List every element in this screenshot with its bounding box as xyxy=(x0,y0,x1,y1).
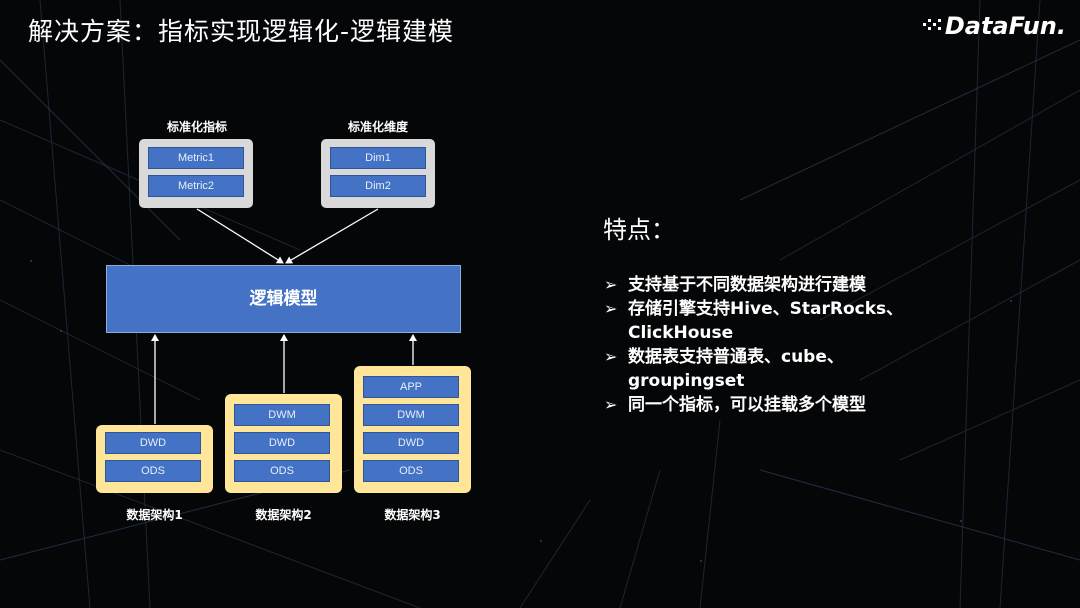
features-title: 特点： xyxy=(603,216,675,244)
feature-item: ➢ 同一个指标，可以挂载多个模型 xyxy=(604,395,866,415)
dim-item: Dim1 xyxy=(330,147,426,169)
arrow-bullet-icon: ➢ xyxy=(604,347,618,366)
logical-model-box: 逻辑模型 xyxy=(106,265,461,333)
slide-title: 解决方案：指标实现逻辑化-逻辑建模 xyxy=(28,17,455,46)
logo-text: DataFun. xyxy=(944,12,1066,40)
layer-cell: APP xyxy=(363,376,459,398)
metrics-group-box: Metric1 Metric2 xyxy=(139,139,253,208)
architecture-1-box: DWD ODS xyxy=(96,425,213,493)
layer-cell: ODS xyxy=(234,460,330,482)
dim-item: Dim2 xyxy=(330,175,426,197)
feature-item: ➢ 数据表支持普通表、cube、groupingset xyxy=(604,347,844,391)
feature-item: ➢ 存储引擎支持Hive、StarRocks、ClickHouse xyxy=(604,299,904,343)
layer-cell: ODS xyxy=(363,460,459,482)
architecture-2-box: DWM DWD ODS xyxy=(225,394,342,493)
dims-group-label: 标准化维度 xyxy=(347,120,408,134)
architecture-3-box: APP DWM DWD ODS xyxy=(354,366,471,493)
dims-group-box: Dim1 Dim2 xyxy=(321,139,435,208)
metrics-group-label: 标准化指标 xyxy=(166,120,227,134)
datafun-logo: DataFun. xyxy=(922,12,1066,40)
logo-dots-icon xyxy=(922,19,943,33)
arrow-bullet-icon: ➢ xyxy=(604,299,618,318)
layer-cell: DWD xyxy=(234,432,330,454)
layer-cell: DWD xyxy=(363,432,459,454)
architecture-3-label: 数据架构3 xyxy=(384,508,441,522)
arrow-bullet-icon: ➢ xyxy=(604,395,618,414)
architecture-1-label: 数据架构1 xyxy=(126,508,183,522)
feature-item: ➢ 支持基于不同数据架构进行建模 xyxy=(604,275,866,295)
metric-item: Metric1 xyxy=(148,147,244,169)
layer-cell: DWM xyxy=(363,404,459,426)
metric-item: Metric2 xyxy=(148,175,244,197)
layer-cell: ODS xyxy=(105,460,201,482)
features-list: ➢ 支持基于不同数据架构进行建模 ➢ 存储引擎支持Hive、StarRocks、… xyxy=(604,273,934,417)
layer-cell: DWM xyxy=(234,404,330,426)
arrow-bullet-icon: ➢ xyxy=(604,275,618,294)
architecture-2-label: 数据架构2 xyxy=(255,508,312,522)
layer-cell: DWD xyxy=(105,432,201,454)
